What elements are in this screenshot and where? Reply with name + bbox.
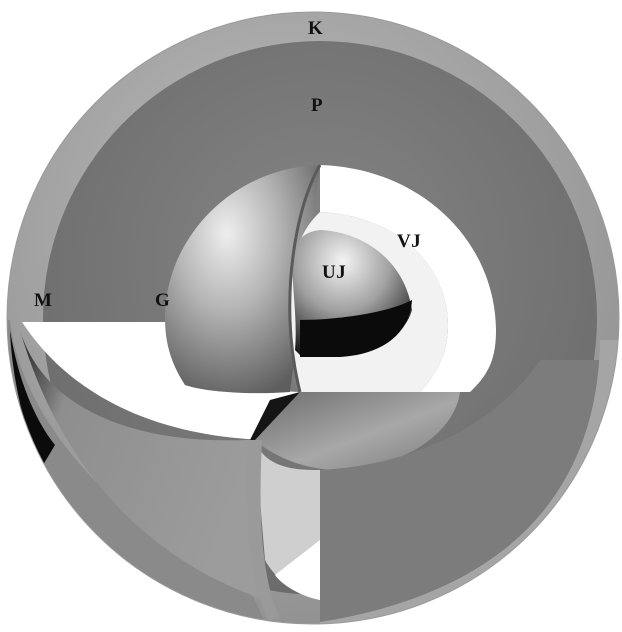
label-uj: UJ (322, 263, 346, 282)
label-m: M (34, 291, 52, 310)
label-p: P (311, 96, 323, 115)
label-vj: VJ (397, 232, 421, 251)
label-k: K (308, 19, 323, 38)
label-g: G (155, 291, 170, 310)
